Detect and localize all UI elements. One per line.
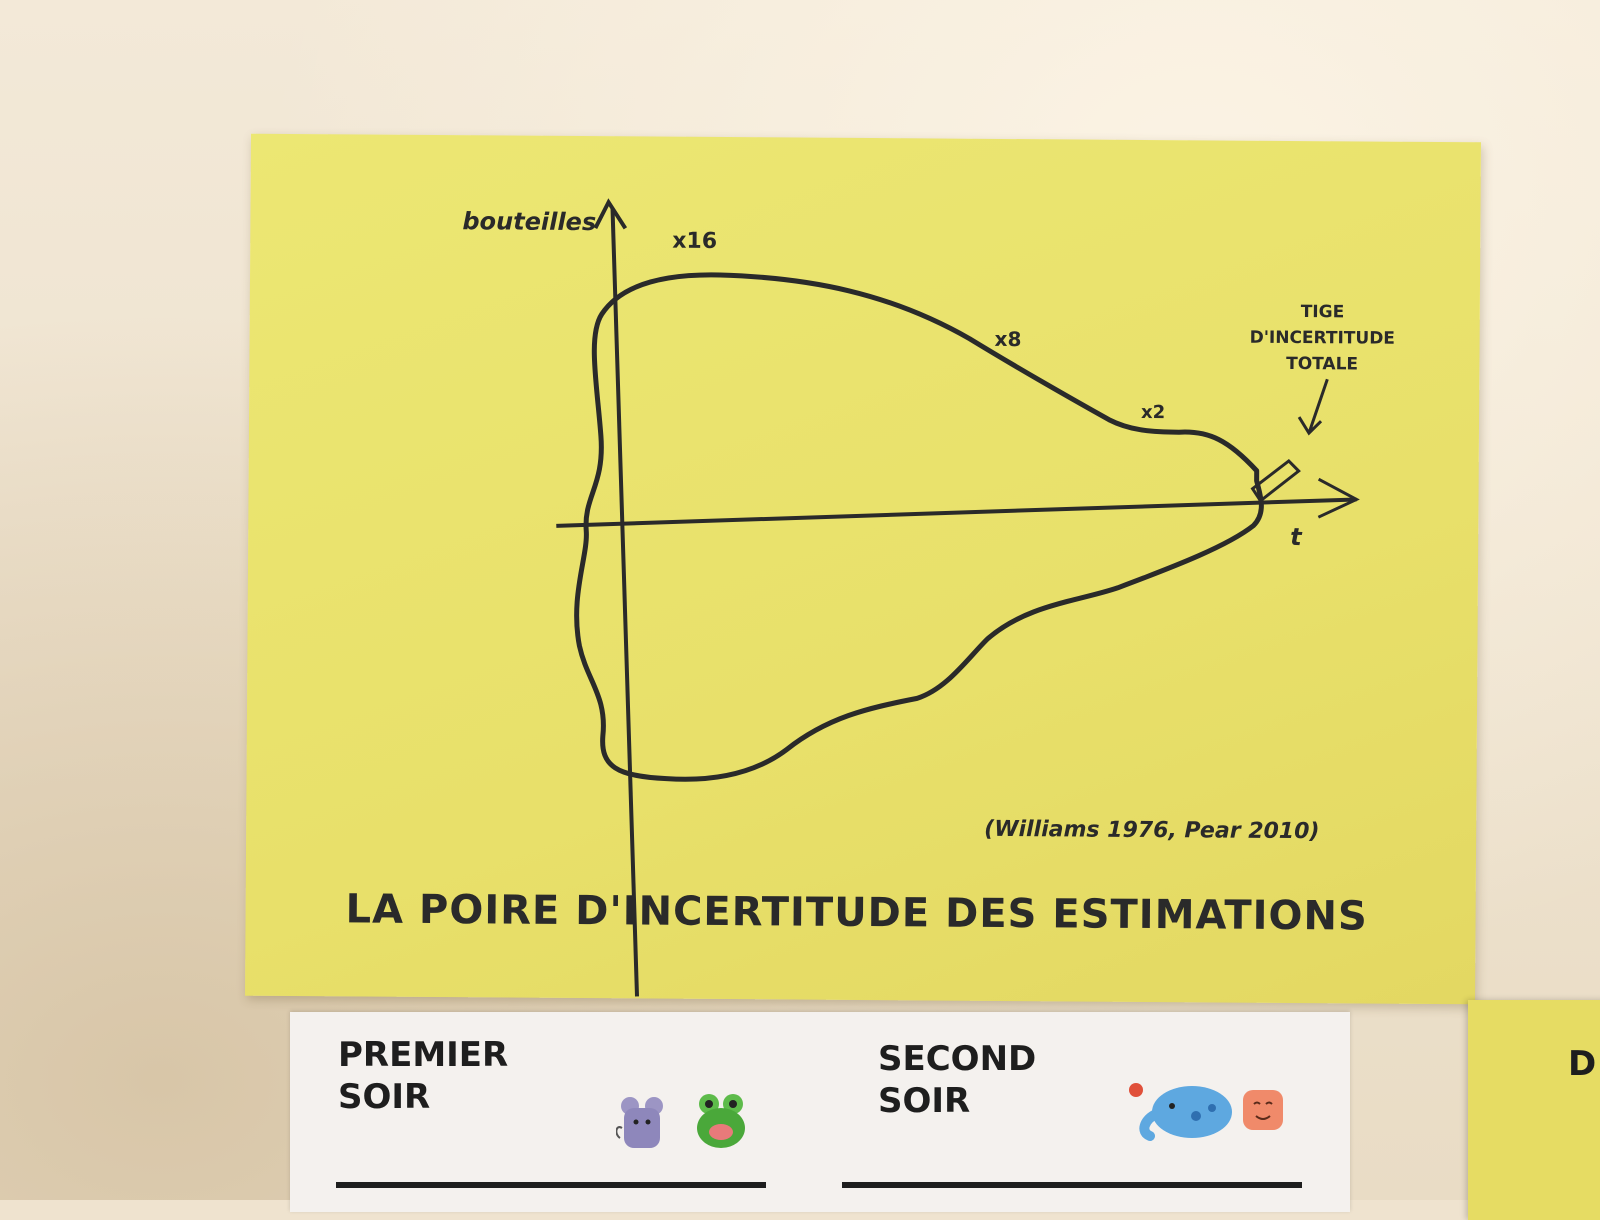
frog-sticker-icon	[697, 1094, 745, 1148]
side-sheet-letter: D	[1568, 1044, 1597, 1084]
x-axis	[556, 497, 1357, 528]
stem-annotation: TIGE D'INCERTITUDE TOTALE	[1249, 299, 1395, 378]
multiplier-2-label: x2	[1141, 401, 1166, 424]
premier-soir-title: PREMIER SOIR	[338, 1034, 508, 1118]
pear-outline	[574, 272, 1264, 782]
stem-annotation-line-2: D'INCERTITUDE	[1249, 327, 1396, 349]
second-soir-title: SECOND SOIR	[878, 1038, 1036, 1122]
citation: (Williams 1976, Pear 2010)	[984, 816, 1320, 845]
x-axis-arrowhead	[1317, 477, 1360, 519]
pear-stem	[1250, 458, 1301, 503]
elephant-sticker-icon	[1129, 1083, 1232, 1141]
stem-annotation-line-3: TOTALE	[1286, 353, 1359, 375]
lower-sheet: PREMIER SOIR SECOND SOIR	[290, 1012, 1350, 1212]
second-soir-box-top	[842, 1182, 1302, 1188]
yellow-poster: bouteilles x16 x8 x2 TIGE D'INCERTITUDE …	[245, 133, 1481, 1005]
stem-pointer-arrow	[1297, 378, 1329, 436]
pear-diagram	[556, 198, 1360, 997]
premier-soir-line-1: PREMIER	[338, 1035, 509, 1075]
premier-soir-line-2: SOIR	[338, 1077, 431, 1117]
premier-soir-box-top	[336, 1182, 766, 1188]
y-axis	[610, 208, 640, 997]
mouse-sticker-icon	[616, 1097, 663, 1148]
second-soir-line-1: SECOND	[878, 1039, 1037, 1079]
multiplier-16-label: x16	[672, 228, 718, 254]
time-axis-label: t	[1290, 522, 1302, 552]
stem-annotation-line-1: TIGE	[1300, 302, 1345, 323]
pig-sticker-icon	[1243, 1090, 1283, 1130]
poster-title: LA POIRE D'INCERTITUDE DES ESTIMATIONS	[345, 886, 1368, 940]
side-yellow-sheet: D	[1468, 1000, 1600, 1220]
multiplier-8-label: x8	[994, 326, 1022, 352]
second-soir-line-2: SOIR	[878, 1081, 971, 1121]
y-axis-arrowhead	[593, 198, 628, 230]
y-axis-label: bouteilles	[462, 207, 597, 237]
